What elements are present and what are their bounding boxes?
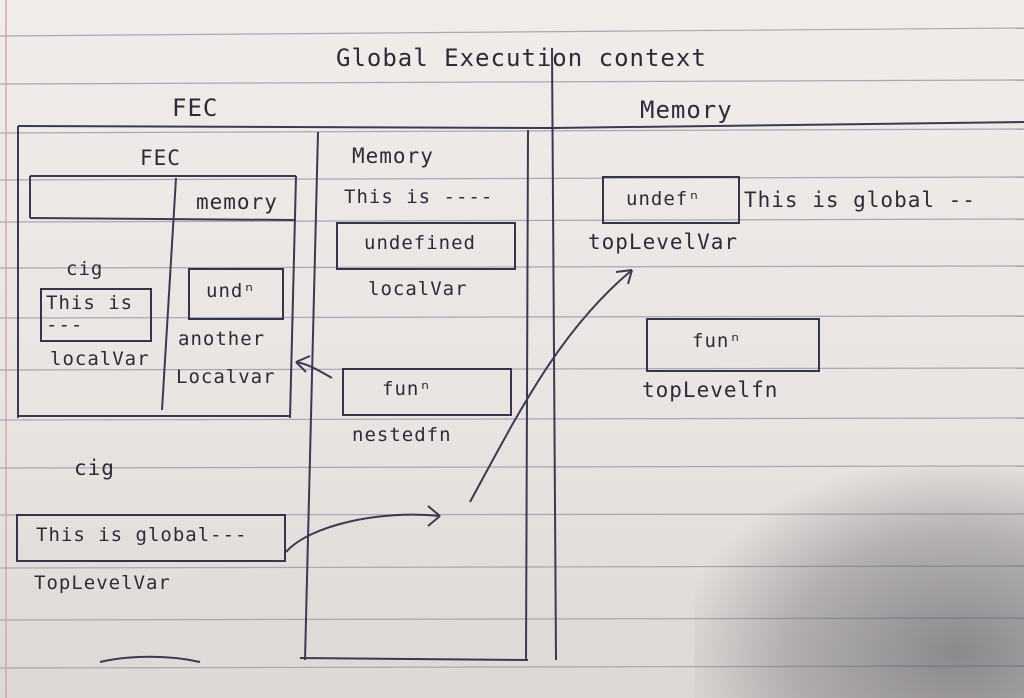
top-level-fn-value: funⁿ bbox=[692, 330, 742, 352]
inner-cig-var: localVar bbox=[50, 348, 150, 370]
nested-fn-label: nestedfn bbox=[352, 424, 452, 446]
outer-fec-heading: FEC bbox=[172, 94, 219, 122]
inner-fec-heading: FEC bbox=[140, 146, 181, 170]
local-var-label: localVar bbox=[368, 278, 468, 300]
outer-cig-value: This is global--- bbox=[36, 524, 248, 546]
outer-memory-note: This is ---- bbox=[344, 186, 494, 208]
top-level-var-value-box bbox=[602, 176, 740, 224]
inner-memory-heading: memory bbox=[196, 190, 278, 214]
local-var-value-box bbox=[336, 222, 516, 270]
inner-cig-label: cig bbox=[66, 258, 104, 280]
inner-memory-var-line1: another bbox=[178, 328, 266, 350]
top-level-fn-label: topLevelfn bbox=[642, 378, 779, 402]
outer-cig-var: TopLevelVar bbox=[34, 572, 171, 594]
photo-shadow bbox=[694, 468, 1024, 698]
outer-memory-heading: Memory bbox=[352, 144, 434, 168]
outer-cig-value-box bbox=[16, 514, 286, 562]
inner-memory-var-line2: Localvar bbox=[176, 366, 276, 388]
diagram-title: Global Execution context bbox=[336, 44, 707, 72]
inner-memory-value-box bbox=[188, 268, 284, 320]
inner-cig-value: This is --- bbox=[46, 292, 134, 336]
top-level-var-value: undefⁿ bbox=[626, 188, 701, 210]
outer-cig-label: cig bbox=[74, 456, 115, 480]
global-memory-heading: Memory bbox=[640, 96, 733, 124]
inner-memory-value: undⁿ bbox=[206, 280, 256, 302]
nested-fn-value-box bbox=[342, 368, 512, 416]
global-memory-note: This is global -- bbox=[744, 188, 976, 212]
inner-cig-value-box bbox=[40, 288, 152, 342]
local-var-value: undefined bbox=[364, 232, 476, 254]
nested-fn-value: funⁿ bbox=[382, 378, 432, 400]
top-level-fn-value-box bbox=[646, 318, 820, 372]
top-level-var-label: topLevelVar bbox=[588, 230, 739, 254]
